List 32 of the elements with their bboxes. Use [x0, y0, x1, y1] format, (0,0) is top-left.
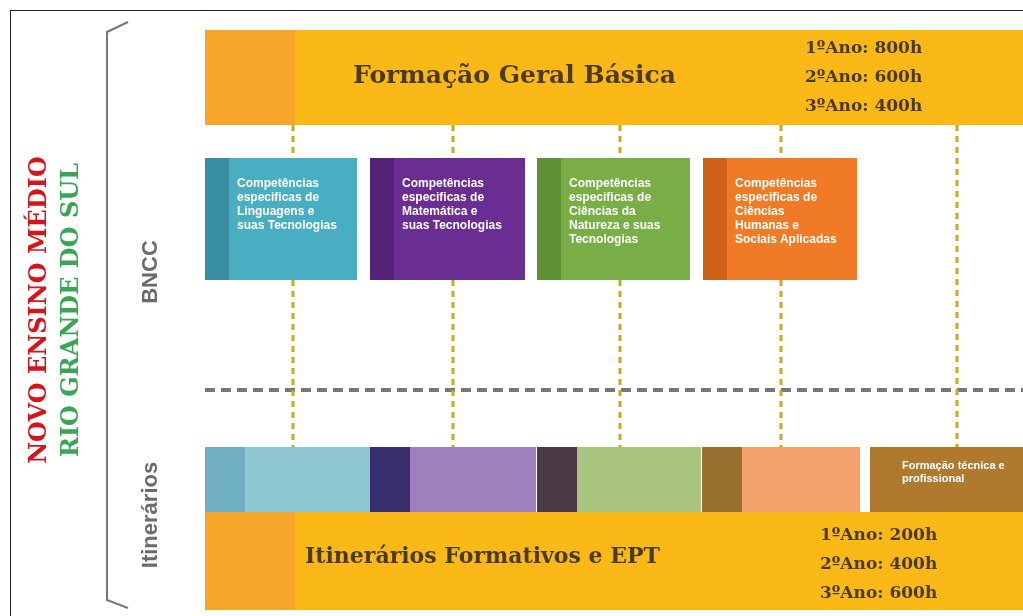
dashed-connector	[618, 280, 622, 447]
itinerary-bar	[702, 447, 860, 512]
dashed-connector	[779, 280, 783, 447]
vertical-label: RIO GRANDE DO SUL	[55, 161, 85, 460]
technical-box	[870, 447, 1023, 512]
banner	[205, 30, 1023, 125]
banner-title: Itinerários Formativos e EPT	[305, 542, 660, 568]
dashed-connector	[955, 125, 959, 447]
competence-box	[537, 158, 690, 280]
competence-box	[703, 158, 857, 280]
hours-text: 2ºAno: 400h	[820, 552, 938, 575]
competence-box	[370, 158, 525, 280]
hours-text: 2ºAno: 600h	[805, 65, 923, 88]
banner	[205, 512, 1023, 610]
dashed-connector	[451, 280, 455, 447]
competence-text: Competências especificas de Linguagens e suas Tecnologias	[237, 176, 338, 232]
competence-box	[205, 158, 357, 280]
competence-text: Competências especificas de Ciências da Natureza e suas Tecnologias	[569, 176, 662, 246]
competence-text: Competências especificas de Ciências Humanas e Sociais Aplicadas	[735, 176, 838, 246]
itinerary-bar	[537, 447, 701, 512]
banner-title: Formação Geral Básica	[353, 60, 676, 89]
vertical-label: NOVO ENSINO MÉDIO	[23, 155, 53, 466]
hours-text: 1ºAno: 200h	[820, 523, 938, 546]
technical-text: Formação técnica e profissional	[902, 459, 1006, 485]
vertical-label: Itinerários	[136, 460, 163, 571]
competence-text: Competências especificas de Matemática e suas Tecnologias	[402, 176, 503, 232]
hours-text: 3ºAno: 600h	[820, 581, 938, 604]
dashed-connector	[291, 280, 295, 447]
itinerary-bar	[370, 447, 536, 512]
itinerary-bar	[205, 447, 370, 512]
hours-text: 3ºAno: 400h	[805, 94, 923, 117]
hours-text: 1ºAno: 800h	[805, 36, 923, 59]
